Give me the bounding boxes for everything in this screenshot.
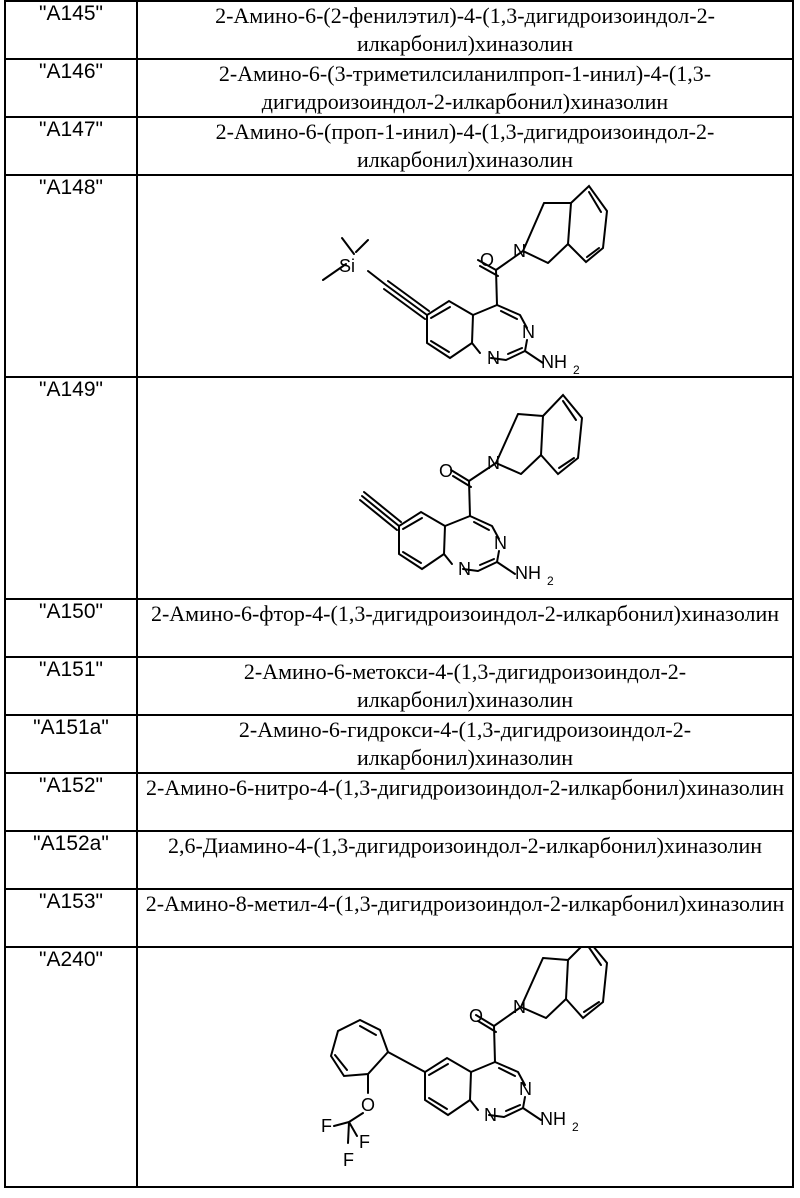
table-row: "A152" 2-Амино-6-нитро-4-(1,3-дигидроизо… — [5, 773, 793, 831]
compound-name: 2-Амино-6-гидрокси-4-(1,3-дигидроизоиндо… — [137, 715, 793, 773]
structure-a240: O N N N NH 2 O F F F — [138, 948, 794, 1184]
benzene-ring — [425, 1058, 471, 1115]
atom-label-o: O — [439, 461, 453, 481]
compounds-table: "A145" 2-Амино-6-(2-фенилэтил)-4-(1,3-ди… — [4, 0, 794, 1188]
table-row: "A145" 2-Амино-6-(2-фенилэтил)-4-(1,3-ди… — [5, 1, 793, 59]
isoindoline-ring — [496, 414, 543, 474]
compound-id: "A146" — [5, 59, 137, 117]
compound-name: 2-Амино-6-(2-фенилэтил)-4-(1,3-дигидроиз… — [137, 1, 793, 59]
compound-name: 2-Амино-6-нитро-4-(1,3-дигидроизоиндол-2… — [137, 773, 793, 831]
table-row: "A149" O N N N — [5, 377, 793, 599]
phenyl-ring — [331, 1020, 388, 1076]
compound-id: "A153" — [5, 889, 137, 947]
atom-label-o: O — [480, 250, 494, 270]
compound-id: "A152" — [5, 773, 137, 831]
atom-label-nh: NH — [540, 1109, 566, 1129]
alkyne-bonds — [360, 492, 515, 574]
compound-id: "A150" — [5, 599, 137, 657]
atom-label-n3: N — [519, 1079, 532, 1099]
table-row: "A148" — [5, 175, 793, 377]
atom-label-subscript: 2 — [547, 574, 554, 588]
isoindoline-ring — [521, 958, 568, 1018]
benzene-ring — [399, 512, 445, 569]
structure-cell: O N N N NH 2 — [137, 377, 793, 599]
pyrimidine-ring — [470, 1062, 525, 1117]
table-row: "A240" O N — [5, 947, 793, 1187]
biaryl-bond — [388, 1052, 425, 1072]
table-row: "A151a" 2-Амино-6-гидрокси-4-(1,3-дигидр… — [5, 715, 793, 773]
table-row: "A147" 2-Амино-6-(проп-1-инил)-4-(1,3-ди… — [5, 117, 793, 175]
atom-label-f: F — [359, 1132, 370, 1152]
atom-label-n1: N — [484, 1105, 497, 1125]
atom-label-subscript: 2 — [572, 1120, 579, 1134]
compound-id: "A152a" — [5, 831, 137, 889]
table-row: "A150" 2-Амино-6-фтор-4-(1,3-дигидроизои… — [5, 599, 793, 657]
atom-label-n3: N — [494, 533, 507, 553]
structure-cell: O N N N NH 2 Si — [137, 175, 793, 377]
atom-label-f: F — [343, 1150, 354, 1170]
atom-label-n1: N — [458, 559, 471, 579]
compound-id: "A240" — [5, 947, 137, 1187]
compound-id: "A148" — [5, 175, 137, 377]
atom-label-nh: NH — [515, 563, 541, 583]
table-row: "A151" 2-Амино-6-метокси-4-(1,3-дигидрои… — [5, 657, 793, 715]
compound-id: "A151" — [5, 657, 137, 715]
compound-name: 2-Амино-6-(проп-1-инил)-4-(1,3-дигидроиз… — [137, 117, 793, 175]
table-row: "A153" 2-Амино-8-метил-4-(1,3-дигидроизо… — [5, 889, 793, 947]
compound-id: "A147" — [5, 117, 137, 175]
structure-cell: O N N N NH 2 O F F F — [137, 947, 793, 1187]
compound-name: 2,6-Диамино-4-(1,3-дигидроизоиндол-2-илк… — [137, 831, 793, 889]
structure-a148: O N N N NH 2 Si — [138, 176, 794, 374]
compound-name: 2-Амино-6-фтор-4-(1,3-дигидроизоиндол-2-… — [137, 599, 793, 657]
atom-label-nh: NH — [541, 352, 567, 372]
atom-label-si: Si — [339, 256, 355, 276]
atom-label-subscript: 2 — [573, 363, 580, 374]
atom-label-n3: N — [522, 322, 535, 342]
atom-label-o: O — [469, 1006, 483, 1026]
atom-label-n: N — [513, 997, 526, 1017]
atom-label-n: N — [487, 453, 500, 473]
compound-name: 2-Амино-6-метокси-4-(1,3-дигидроизоиндол… — [137, 657, 793, 715]
page: "A145" 2-Амино-6-(2-фенилэтил)-4-(1,3-ди… — [4, 0, 794, 1196]
structure-a149: O N N N NH 2 — [138, 378, 794, 596]
atom-label-n: N — [513, 241, 526, 261]
benzene-ring — [427, 301, 473, 358]
table-row: "A152a" 2,6-Диамино-4-(1,3-дигидроизоинд… — [5, 831, 793, 889]
compound-name: 2-Амино-8-метил-4-(1,3-дигидроизоиндол-2… — [137, 889, 793, 947]
isoindoline-ring — [523, 203, 571, 263]
benzo-ring — [541, 395, 582, 474]
atom-label-o-ether: O — [361, 1095, 375, 1115]
benzo-ring — [566, 948, 607, 1018]
substituent-bonds — [323, 238, 543, 363]
pyrimidine-ring — [444, 516, 499, 571]
compound-name: 2-Амино-6-(3-триметилсиланилпроп-1-инил)… — [137, 59, 793, 117]
atom-label-f: F — [321, 1116, 332, 1136]
compound-id: "A149" — [5, 377, 137, 599]
compound-id: "A145" — [5, 1, 137, 59]
alkyne-bonds — [368, 271, 429, 319]
compound-id: "A151a" — [5, 715, 137, 773]
table-row: "A146" 2-Амино-6-(3-триметилсиланилпроп-… — [5, 59, 793, 117]
benzo-ring — [568, 186, 607, 262]
atom-label-n1: N — [487, 348, 500, 368]
